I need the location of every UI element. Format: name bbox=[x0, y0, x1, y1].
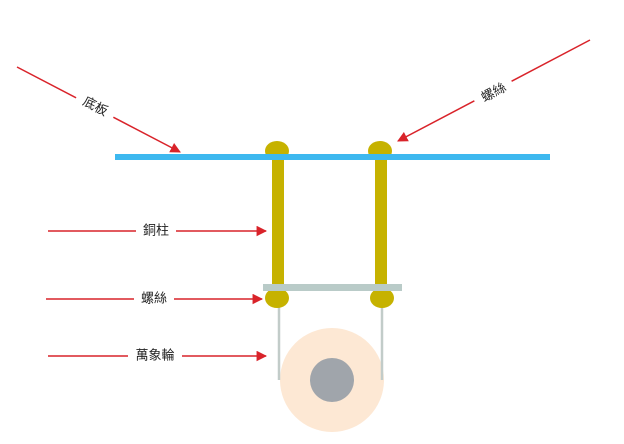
base-plate bbox=[115, 154, 550, 160]
copper-pillar-right bbox=[375, 152, 387, 298]
screw-bottom-left bbox=[265, 288, 289, 308]
copper-pillar-left bbox=[272, 152, 284, 298]
screw-top-label-bg bbox=[470, 73, 518, 113]
screw-bottom-right bbox=[370, 288, 394, 308]
copper-pillar-label: 銅柱 bbox=[143, 224, 169, 239]
copper-pillar-label-bg bbox=[136, 222, 176, 240]
wheel-bracket bbox=[263, 284, 402, 291]
caster-wheel-hub bbox=[310, 358, 354, 402]
caster-wheel-label: 萬象輪 bbox=[135, 348, 174, 364]
screw-bottom-label-bg bbox=[134, 290, 174, 308]
caster-wheel-label-bg bbox=[128, 347, 182, 365]
base-plate-label-bg bbox=[71, 87, 119, 127]
screw-bottom-label: 螺絲 bbox=[141, 292, 167, 307]
